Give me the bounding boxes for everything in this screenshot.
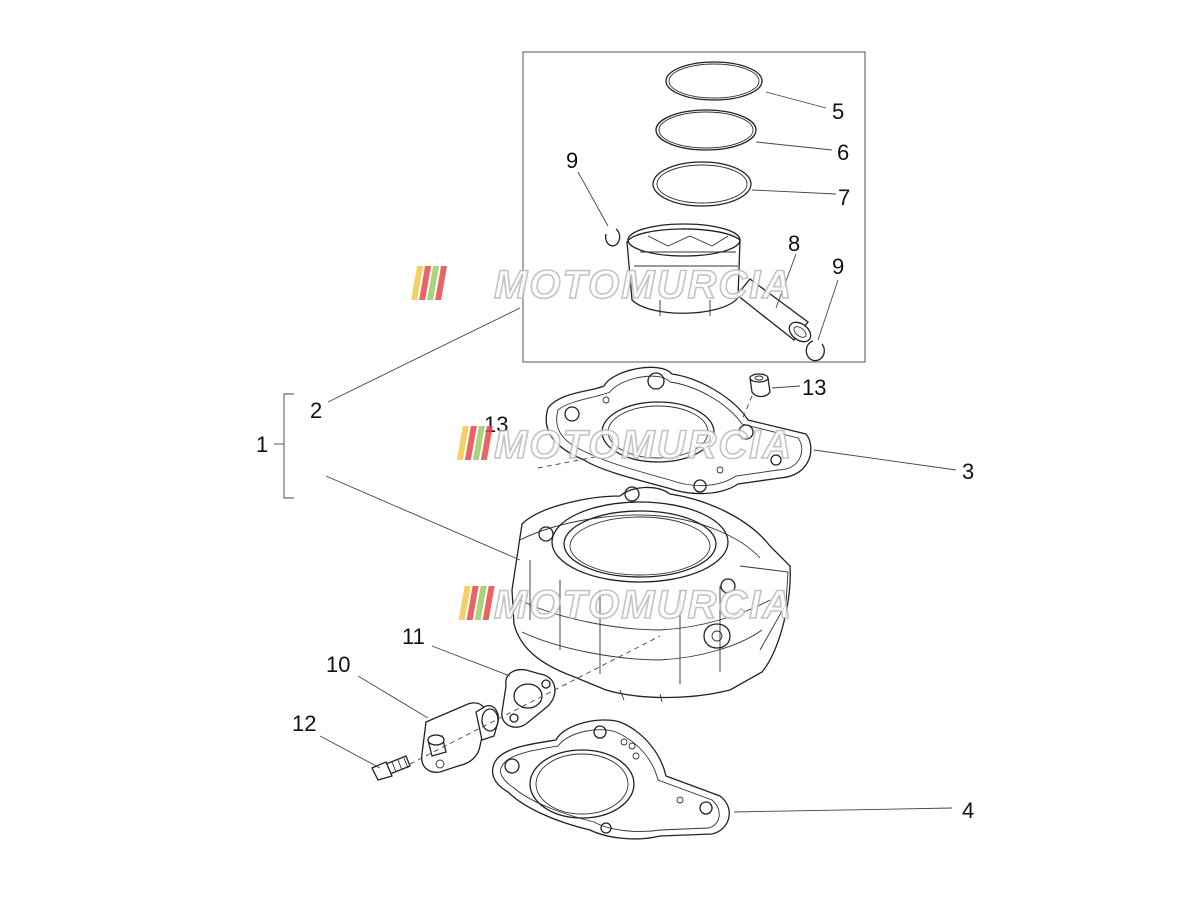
wm-stripe	[411, 266, 424, 300]
piston-kit-box	[522, 51, 866, 363]
wm-stripe	[472, 426, 485, 460]
callout-5: 5	[832, 99, 844, 124]
leader-lines	[274, 91, 957, 813]
watermark-text: MOTOMURCIA	[494, 423, 793, 467]
watermark-text: MOTOMURCIA	[494, 583, 793, 627]
wm-stripe	[474, 586, 487, 620]
bolt-12	[371, 755, 411, 781]
callout-1: 1	[256, 432, 268, 457]
dowel-13-upper	[749, 373, 771, 398]
gasket-11	[501, 668, 556, 728]
piston-pin-8	[736, 278, 812, 343]
callout-3: 3	[962, 459, 974, 484]
gasket-4	[491, 719, 730, 840]
piston-ring-6	[655, 109, 757, 151]
assembly-line-tensioner	[409, 635, 661, 765]
chain-tensioner-10	[421, 702, 500, 773]
wm-stripe	[458, 586, 471, 620]
watermark-top: MOTOMURCIA	[411, 262, 793, 308]
callout-11: 11	[402, 624, 425, 649]
callout-6: 6	[837, 140, 849, 165]
piston	[626, 223, 741, 316]
circlip-9-right	[805, 340, 825, 362]
wm-stripe	[480, 426, 493, 460]
wm-stripe	[464, 426, 477, 460]
callout-13-upper: 13	[802, 375, 826, 400]
cylinder-block	[511, 486, 791, 703]
wm-stripe	[419, 266, 432, 300]
wm-stripe	[427, 266, 440, 300]
piston-ring-7	[652, 161, 752, 207]
watermark-text: MOTOMURCIA	[494, 263, 793, 307]
piston-ring-5	[665, 61, 763, 101]
callout-10: 10	[326, 652, 350, 677]
callout-4: 4	[962, 798, 974, 823]
assembly-line-dowel	[741, 395, 753, 421]
watermark-middle: MOTOMURCIA	[456, 422, 793, 468]
assembly-line-dowel-left	[537, 455, 601, 469]
wm-stripe	[482, 586, 495, 620]
callout-2: 2	[310, 398, 322, 423]
callout-7: 7	[838, 185, 850, 210]
wm-stripe	[466, 586, 479, 620]
wm-stripe	[456, 426, 469, 460]
callout-12: 12	[292, 711, 316, 736]
callout-8: 8	[788, 231, 800, 256]
gasket-3	[545, 366, 812, 495]
watermark-bottom: MOTOMURCIA	[458, 582, 793, 628]
callout-9-left: 9	[566, 148, 578, 173]
wm-stripe	[435, 266, 448, 300]
circlip-9-left	[604, 228, 621, 247]
callout-9-right: 9	[832, 254, 844, 279]
